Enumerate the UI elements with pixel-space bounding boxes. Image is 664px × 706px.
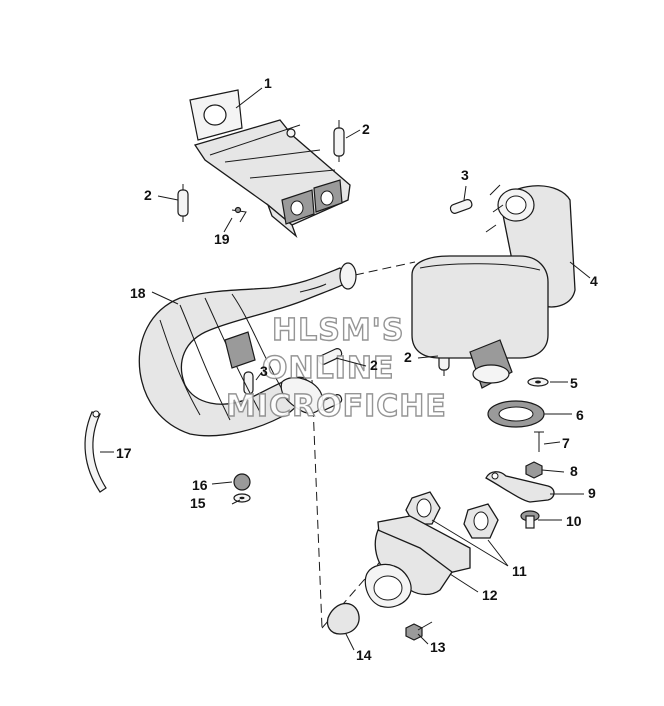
- callout-11: 11: [512, 563, 527, 579]
- callout-labels: 1 2 2 2 2 3 3 4 5 6 7 8 9 10 11 12 13 14…: [116, 75, 598, 663]
- callout-13: 13: [430, 639, 446, 655]
- callout-3a: 3: [461, 167, 469, 183]
- callout-14: 14: [356, 647, 372, 663]
- small-washer: [233, 493, 251, 503]
- washer: [527, 377, 549, 387]
- callout-19: 19: [214, 231, 230, 247]
- callout-18: 18: [130, 285, 146, 301]
- callout-2b: 2: [144, 187, 152, 203]
- bolt: [520, 510, 540, 529]
- clip: [231, 206, 247, 223]
- spring-d: [318, 348, 343, 411]
- rivet: [534, 431, 544, 452]
- watermark-line-1: HLSM'S: [272, 313, 404, 348]
- callout-12: 12: [482, 587, 498, 603]
- strap: [84, 410, 107, 493]
- expansion-chamber-pipe: [138, 262, 357, 437]
- spring-b: [177, 184, 189, 222]
- exhaust-manifold: [364, 515, 471, 608]
- leader-lines: [100, 87, 591, 651]
- callout-5: 5: [570, 375, 578, 391]
- muffler: [411, 184, 576, 389]
- watermark-line-2: ONLINE: [262, 351, 395, 386]
- spring-small-a: [449, 199, 473, 214]
- callout-1: 1: [264, 75, 272, 91]
- callout-17: 17: [116, 445, 132, 461]
- grommet: [326, 602, 360, 635]
- gasket-b: [463, 503, 499, 539]
- callout-10: 10: [566, 513, 582, 529]
- callout-9: 9: [588, 485, 596, 501]
- spring-small-b: [243, 371, 254, 395]
- callout-2c: 2: [404, 349, 412, 365]
- callout-8: 8: [570, 463, 578, 479]
- mounting-bracket: [189, 89, 351, 239]
- callout-3b: 3: [260, 363, 268, 379]
- stud-bolt: [405, 621, 433, 641]
- callout-16: 16: [192, 477, 208, 493]
- callout-7: 7: [562, 435, 570, 451]
- spring-a: [333, 120, 345, 162]
- callout-4: 4: [590, 273, 598, 289]
- watermark: HLSM'S ONLINE MICROFICHE: [225, 312, 447, 424]
- gasket-a: [405, 491, 441, 525]
- watermark-line-3: MICROFICHE: [226, 389, 447, 424]
- callout-6: 6: [576, 407, 584, 423]
- strap-bracket: [485, 471, 555, 503]
- rubber-mount: [233, 473, 251, 491]
- nut: [525, 461, 543, 479]
- gasket-ring: [487, 400, 545, 428]
- callout-2a: 2: [362, 121, 370, 137]
- callout-2d: 2: [370, 357, 378, 373]
- callout-15: 15: [190, 495, 206, 511]
